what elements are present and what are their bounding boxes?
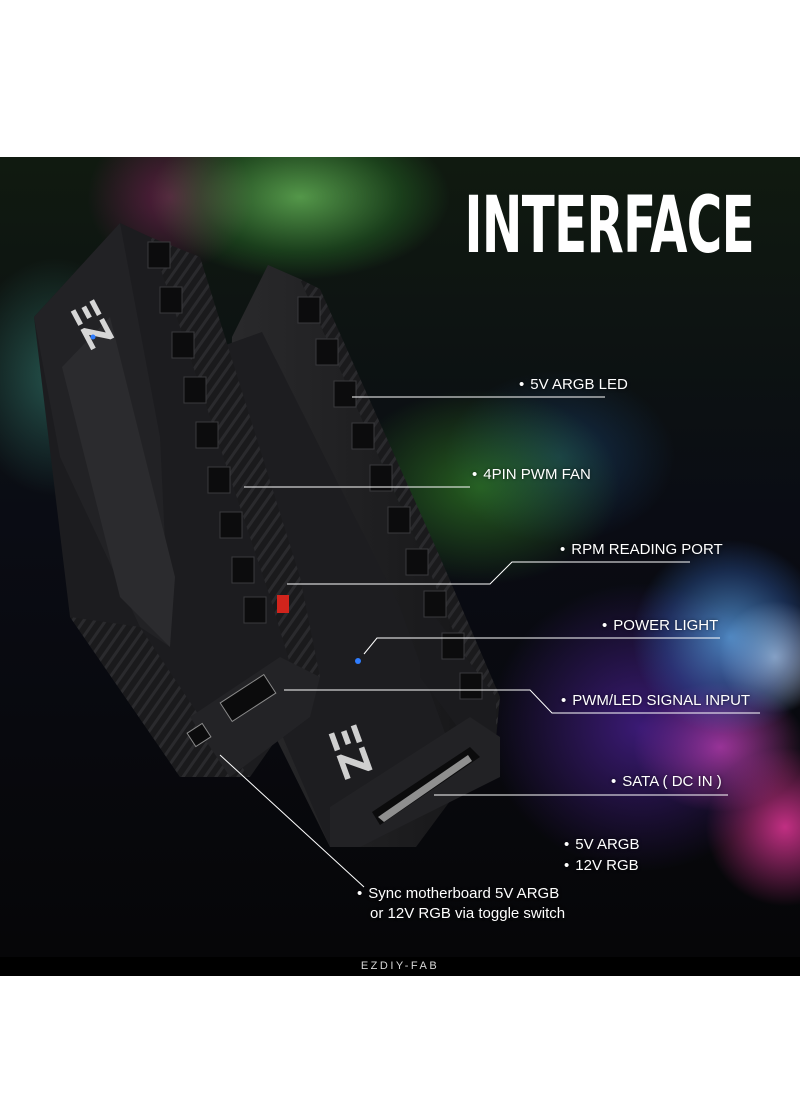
callout-label: 5V ARGB: [575, 836, 640, 853]
bullet: •: [561, 692, 567, 709]
callout-sync: • Sync motherboard 5V ARGB or 12V RGB via…: [357, 884, 565, 924]
bullet: •: [564, 836, 570, 853]
callout-signal-input: • PWM/LED SIGNAL INPUT: [561, 692, 750, 709]
callout-argb-led: • 5V ARGB LED: [519, 376, 628, 393]
bullet: •: [602, 617, 608, 634]
callout-rpm-port: • RPM READING PORT: [560, 541, 723, 558]
callout-rgb-12v: • 12V RGB: [564, 857, 639, 874]
hub-front: ΞZ: [34, 223, 320, 777]
callout-label: POWER LIGHT: [613, 617, 719, 634]
callout-label: PWM/LED SIGNAL INPUT: [572, 692, 751, 709]
callout-pwm-fan: • 4PIN PWM FAN: [472, 466, 591, 483]
hub-back-ports: [297, 296, 483, 700]
callout-label: RPM READING PORT: [571, 541, 723, 558]
leader-lines: [219, 396, 760, 888]
bullet: •: [560, 541, 566, 558]
callout-label: or 12V RGB via toggle switch: [370, 905, 566, 922]
callout-argb-5v: • 5V ARGB: [564, 836, 639, 853]
rpm-led: [277, 595, 289, 613]
callout-sata: • SATA ( DC IN ): [611, 773, 722, 790]
callout-label: 4PIN PWM FAN: [483, 466, 591, 483]
fan-hub-illustration: ΞZ ΞZ: [34, 223, 760, 888]
bullet: •: [357, 885, 363, 902]
callout-label: 12V RGB: [575, 857, 639, 874]
callout-label: Sync motherboard 5V ARGB: [368, 885, 560, 902]
power-led: [355, 658, 361, 664]
hub-front-ports: [147, 241, 267, 624]
bullet: •: [611, 773, 617, 790]
brand-footer: EZDIY-FAB: [0, 957, 800, 976]
page-title: INTERFACE: [464, 181, 754, 271]
callout-power-light: • POWER LIGHT: [602, 617, 718, 634]
product-photo-panel: ΞZ ΞZ: [0, 157, 800, 957]
bullet: •: [472, 466, 478, 483]
callout-label: SATA ( DC IN ): [622, 773, 722, 790]
bullet: •: [519, 376, 525, 393]
callout-label: 5V ARGB LED: [530, 376, 628, 393]
power-led-front: [90, 334, 96, 340]
bullet: •: [564, 857, 570, 874]
